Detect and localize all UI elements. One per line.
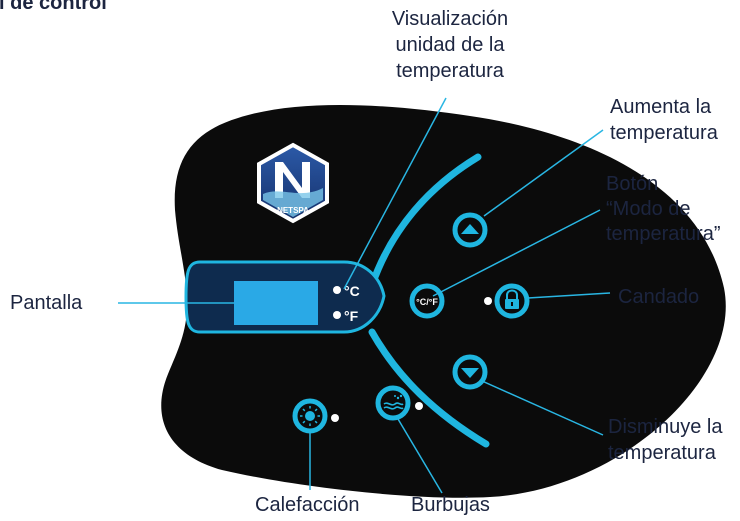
temperature-up-button[interactable]: [452, 212, 488, 248]
label-boton-modo-line-1: Botón: [606, 173, 659, 195]
logo-brand-text: NETSPA: [277, 206, 309, 215]
label-boton-modo-line-3: temperatura”: [606, 223, 721, 245]
label-disminuye: Disminuye la temperatura: [608, 414, 722, 466]
fahrenheit-unit-label: °F: [344, 308, 359, 324]
label-boton-modo: Botón “Modo de temperatura”: [606, 172, 721, 247]
chevron-up-icon: [461, 224, 479, 234]
label-calefaccion: Calefacción: [255, 494, 360, 516]
label-visualizacion-line-2: unidad de la: [395, 34, 505, 56]
mode-button-glyph: °C/°F: [416, 297, 438, 307]
label-aumenta-line-1: Aumenta la: [610, 96, 712, 118]
divider-lower: [368, 328, 490, 448]
bubbles-indicator-dot: [415, 402, 423, 410]
lock-button[interactable]: [484, 283, 530, 319]
celsius-unit-label: °C: [344, 283, 360, 299]
chevron-down-icon: [461, 368, 479, 378]
fahrenheit-indicator-dot: [333, 311, 341, 319]
label-disminuye-line-1: Disminuye la: [608, 416, 723, 438]
partial-title: l de control: [0, 0, 107, 14]
label-visualizacion-line-3: temperatura: [396, 60, 504, 82]
label-aumenta-line-2: temperatura: [610, 122, 718, 144]
netspa-logo: NETSPA: [257, 142, 329, 224]
sun-icon: [300, 406, 320, 426]
leader-disminuye: [481, 380, 604, 436]
label-pantalla: Pantalla: [10, 292, 83, 314]
bubbles-button[interactable]: [375, 385, 423, 421]
heater-indicator-dot: [331, 414, 339, 422]
label-candado: Candado: [618, 286, 700, 308]
lock-indicator-dot: [484, 297, 492, 305]
temperature-mode-button[interactable]: °C/°F: [409, 283, 445, 319]
leader-visualizacion: [343, 97, 447, 290]
label-visualizacion: Visualización unidad de la temperatura: [380, 6, 520, 84]
label-visualizacion-line-1: Visualización: [391, 8, 509, 30]
label-disminuye-line-2: temperatura: [608, 442, 716, 464]
leader-candado: [527, 292, 611, 299]
lock-icon: [505, 289, 519, 309]
celsius-indicator-dot: [333, 286, 341, 294]
leader-modo: [432, 209, 601, 297]
leader-aumenta: [483, 129, 604, 217]
temperature-down-button[interactable]: [452, 354, 488, 390]
leader-lines: [118, 97, 611, 494]
label-aumenta: Aumenta la temperatura: [610, 94, 718, 146]
leader-burbujas: [397, 418, 443, 494]
label-boton-modo-line-2: “Modo de: [606, 198, 691, 220]
label-burbujas: Burbujas: [411, 494, 490, 516]
divider-upper: [368, 153, 482, 289]
bubbles-icon: [383, 394, 404, 410]
display-screen: [234, 281, 318, 325]
